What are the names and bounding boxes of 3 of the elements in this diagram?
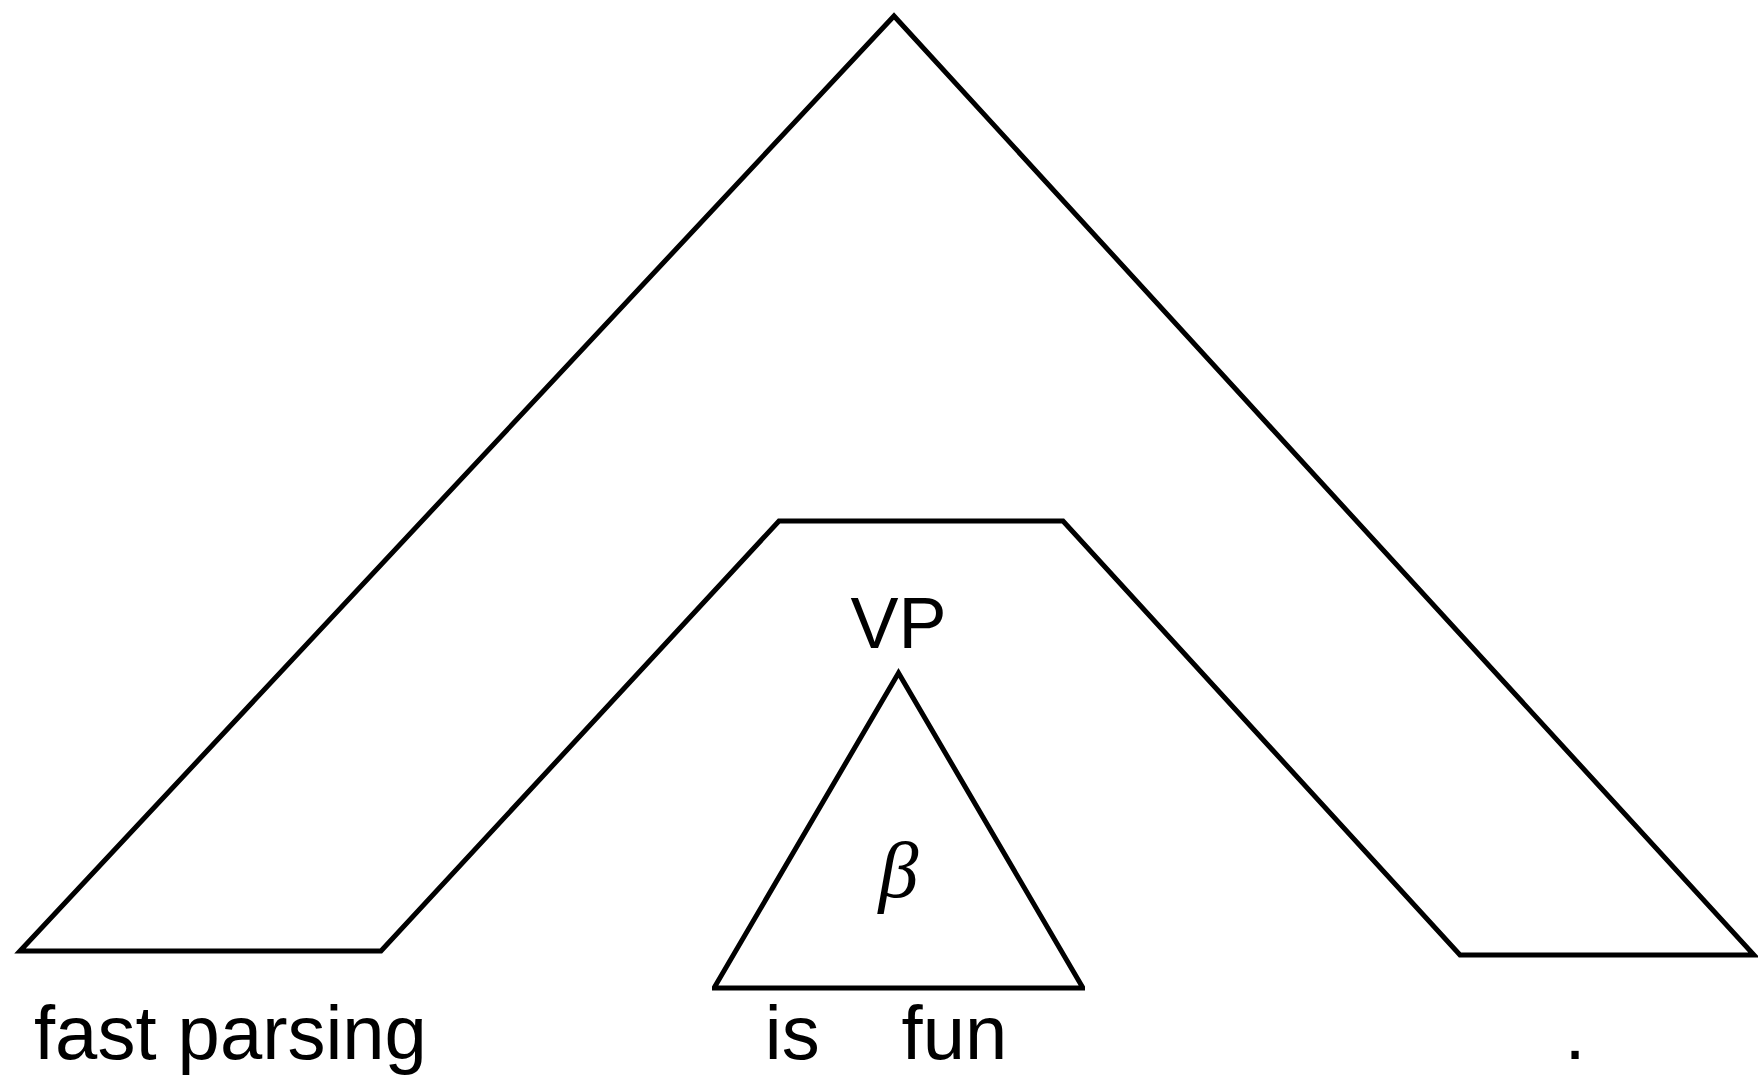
word-label: . bbox=[1564, 995, 1586, 1071]
word-label: is fun bbox=[764, 995, 1008, 1071]
node-heading: VP bbox=[850, 585, 947, 661]
